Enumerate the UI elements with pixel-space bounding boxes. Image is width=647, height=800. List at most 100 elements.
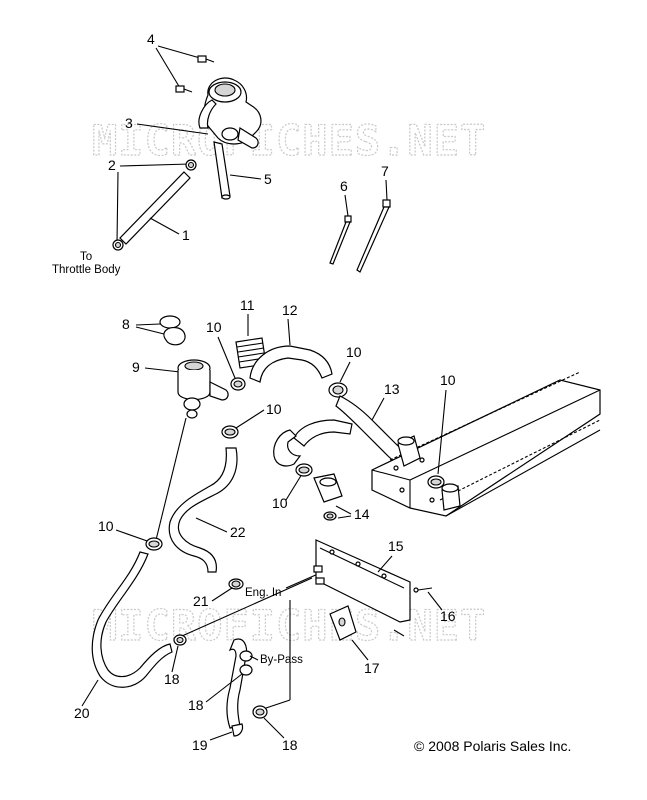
- watermark-bottom: MICROFICHES.NET: [92, 601, 486, 650]
- callout-16: 16: [440, 608, 456, 624]
- callout-10-e: 10: [272, 495, 288, 511]
- clamp-10-f: [145, 537, 163, 551]
- callout-18-c: 18: [282, 737, 298, 753]
- leader-22: [195, 517, 228, 533]
- callout-21: 21: [193, 593, 209, 609]
- leader-eng-in-hose: [181, 577, 313, 637]
- leader-10e: [285, 473, 303, 501]
- callout-3: 3: [125, 115, 133, 131]
- leader-14b: [337, 515, 352, 519]
- leader-2b: [116, 171, 119, 244]
- label-eng-in: Eng. In: [245, 587, 281, 599]
- callout-10-f: 10: [98, 518, 114, 534]
- callout-18-b: 18: [188, 697, 204, 713]
- clamp-10-e: [295, 463, 313, 477]
- hose-12: [249, 345, 333, 383]
- callout-11: 11: [240, 297, 255, 313]
- leader-17: [351, 639, 369, 661]
- leader-18c-a: [265, 699, 291, 709]
- radiator-stub-left: [397, 435, 421, 467]
- copyright-text: © 2008 Polaris Sales Inc.: [414, 738, 571, 754]
- leader-10b: [339, 361, 351, 383]
- clamp-2-top: [185, 159, 197, 171]
- leader-14a: [335, 505, 352, 515]
- callout-4: 4: [147, 31, 155, 47]
- leader-6: [344, 194, 349, 217]
- hose-5-end: [221, 194, 231, 200]
- leader-by-pass: [249, 655, 259, 661]
- leader-3: [136, 123, 209, 135]
- leader-18c: [263, 717, 285, 739]
- callout-22: 22: [230, 524, 246, 540]
- callout-7: 7: [381, 163, 389, 179]
- callout-1: 1: [182, 227, 190, 243]
- clamp-2-bottom: [112, 239, 124, 251]
- hose-3: [198, 99, 217, 129]
- hose-19: [226, 638, 248, 729]
- cable-tie-6: [329, 215, 352, 265]
- mount-17: [329, 605, 357, 641]
- clamp-10-b: [328, 382, 348, 398]
- cap-8: [159, 315, 186, 346]
- hose-20: [91, 551, 173, 688]
- leader-19: [209, 731, 233, 741]
- leader-10d: [235, 409, 265, 429]
- leader-10f-long: [155, 417, 187, 541]
- label-to: To: [80, 251, 92, 263]
- callout-10-a: 10: [206, 319, 222, 335]
- callout-5: 5: [264, 171, 272, 187]
- callout-18-a: 18: [164, 671, 180, 687]
- thermostat-9: [177, 359, 229, 419]
- hose-13-branch: [293, 419, 353, 447]
- hose-13-elbow: [273, 429, 302, 467]
- watermark-top: MICROFICHES.NET: [92, 116, 486, 165]
- leader-8a: [135, 323, 161, 326]
- clamp-19-top: [239, 650, 253, 676]
- callout-8: 8: [122, 316, 130, 332]
- clip-16: [393, 629, 405, 637]
- label-throttle-body: Throttle Body: [52, 264, 121, 276]
- clamp-10-c: [427, 475, 445, 489]
- callout-6: 6: [340, 178, 348, 194]
- leader-4a: [157, 45, 201, 59]
- callout-12: 12: [282, 302, 298, 318]
- callout-14: 14: [354, 506, 370, 522]
- screw-16-icon: [413, 587, 433, 593]
- fitting-14: [313, 473, 343, 503]
- leader-5: [229, 174, 262, 180]
- radiator-stub-right: [441, 483, 461, 511]
- o-ring-14: [323, 511, 337, 521]
- clamp-10-a: [230, 377, 246, 391]
- callout-17: 17: [364, 660, 380, 676]
- label-by-pass: By-Pass: [260, 654, 303, 666]
- callout-9: 9: [132, 359, 140, 375]
- hose-19-end: [231, 723, 244, 737]
- callout-10-b: 10: [346, 344, 362, 360]
- leader-15: [377, 555, 393, 573]
- cable-tie-7: [356, 199, 391, 273]
- leader-10a: [217, 336, 236, 379]
- screw-icon: [197, 55, 215, 63]
- leader-18b: [205, 673, 243, 703]
- clamp-10-d: [221, 425, 239, 439]
- callout-2: 2: [108, 157, 116, 173]
- clamp-18-c: [252, 705, 268, 719]
- leader-4b: [155, 47, 181, 89]
- callout-15: 15: [388, 538, 404, 554]
- leader-12: [287, 318, 291, 346]
- callout-19: 19: [192, 737, 208, 753]
- callout-10-c: 10: [440, 372, 456, 388]
- callout-20: 20: [74, 705, 90, 721]
- leader-21: [211, 587, 233, 602]
- leader-10f: [115, 529, 151, 543]
- leader-20: [81, 679, 99, 707]
- leader-7: [385, 179, 388, 201]
- leader-10c: [437, 389, 447, 475]
- leader-13: [371, 397, 385, 421]
- hose-1: [119, 171, 191, 245]
- leader-9: [144, 367, 181, 373]
- bracket-15: [313, 539, 411, 623]
- callout-13: 13: [384, 381, 400, 397]
- clamp-18-a: [173, 634, 187, 646]
- leader-2a: [119, 163, 191, 167]
